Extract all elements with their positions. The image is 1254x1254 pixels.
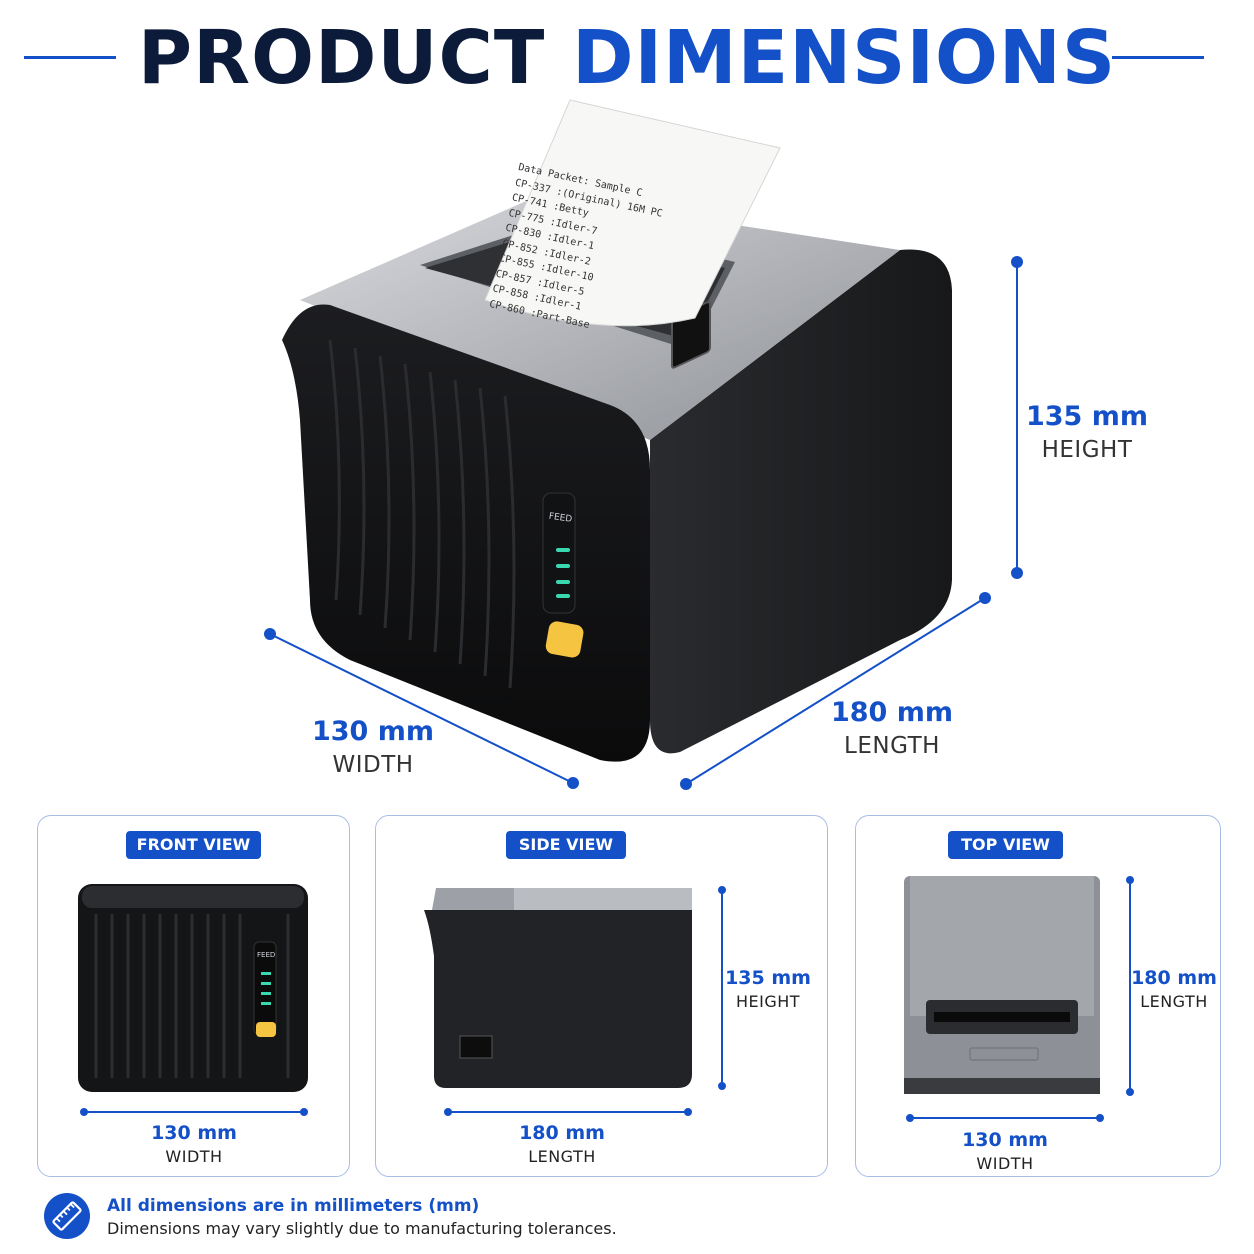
top-view-panel: TOP VIEW 130 mm WIDTH 180 mm LENGTH [855, 815, 1221, 1177]
ruler-icon [44, 1193, 90, 1239]
main-height-value: 135 mm [1025, 401, 1149, 432]
title-rule-left [24, 56, 116, 59]
top-view-printer [904, 876, 1134, 1122]
main-height-label: HEIGHT [1041, 437, 1133, 463]
main-width-label: WIDTH [332, 752, 414, 778]
main-feed-label: FEED [548, 512, 573, 525]
top-length-label: LENGTH [1140, 992, 1208, 1011]
footer-note-text: Dimensions may vary slightly due to manu… [107, 1219, 617, 1238]
side-view-badge: SIDE VIEW [506, 831, 626, 859]
main-length-label: LENGTH [844, 733, 940, 759]
side-view-printer [424, 886, 726, 1116]
top-width-label: WIDTH [976, 1154, 1034, 1173]
title-word-dimensions: DIMENSIONS [572, 15, 1117, 101]
top-view-badge: TOP VIEW [948, 831, 1063, 859]
main-width-value: 130 mm [311, 716, 435, 747]
side-height-label: HEIGHT [735, 992, 801, 1011]
front-view-panel: FRONT VIEW FEED 130 mm WIDTH [37, 815, 350, 1177]
footer-note-title: All dimensions are in millimeters (mm) [107, 1196, 480, 1216]
front-width-value: 130 mm [151, 1122, 237, 1144]
main-length-value: 180 mm [830, 697, 954, 728]
front-view-printer: FEED [78, 884, 308, 1116]
front-width-label: WIDTH [165, 1147, 223, 1166]
top-length-value: 180 mm [1131, 967, 1217, 989]
main-printer-illustration: FEED [264, 99, 1023, 790]
side-height-value: 135 mm [725, 967, 811, 989]
title-rule-right [1112, 56, 1204, 59]
side-view-panel: SIDE VIEW 180 mm LENGTH 135 mm HEIGHT [375, 815, 828, 1177]
front-feed-label: FEED [257, 951, 275, 959]
front-view-badge: FRONT VIEW [126, 831, 261, 859]
top-width-value: 130 mm [962, 1129, 1048, 1151]
side-length-value: 180 mm [519, 1122, 605, 1144]
side-length-label: LENGTH [528, 1147, 596, 1166]
title-word-product: PRODUCT [137, 15, 546, 101]
page-title: PRODUCT DIMENSIONS [0, 18, 1254, 98]
